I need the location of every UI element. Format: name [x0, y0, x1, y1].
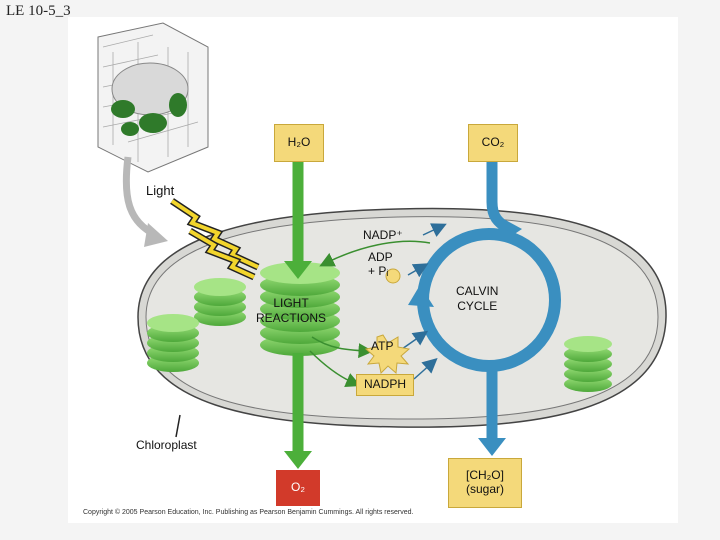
adp-cycle-link	[407, 263, 429, 278]
sugar-label-line1: [CH₂O]	[465, 468, 504, 483]
carbon-dioxide-label: CO₂	[468, 124, 518, 162]
atp-label: ATP	[371, 339, 394, 353]
granum-central	[260, 262, 340, 356]
atp-cycle-link	[401, 330, 429, 350]
chloroplast-label: Chloroplast	[136, 438, 197, 452]
granum-left-lower	[147, 314, 199, 372]
adp-label-line2: + Pᵢ	[368, 264, 389, 279]
nadph-label: NADPH	[356, 374, 414, 396]
oxygen-flow-arrowhead	[284, 451, 312, 469]
photosynthesis-diagram	[97, 22, 667, 469]
nadp-return-arrow	[319, 240, 431, 267]
nadph-flow-arrow	[309, 350, 361, 387]
sugar-flow-arrowhead	[478, 438, 506, 456]
atp-starburst	[364, 334, 411, 375]
water-flow-arrowhead	[284, 261, 312, 279]
chloroplast-pointer	[175, 414, 181, 438]
nadph-cycle-link	[413, 358, 438, 380]
granum-right	[564, 336, 612, 392]
phosphate-circle	[385, 268, 401, 284]
water-label: H₂O	[274, 124, 324, 162]
adp-label: ADP + Pᵢ	[368, 250, 393, 279]
slide-title: LE 10-5_3	[6, 3, 71, 19]
copyright-notice: Copyright © 2005 Pearson Education, Inc.…	[83, 509, 414, 516]
granum-left-upper	[194, 278, 246, 326]
light-reactions-line1: LIGHT	[273, 296, 309, 310]
light-bolt-icon	[170, 198, 260, 281]
photosynthesis-figure: H₂O CO₂ Light NADP⁺ ADP + Pᵢ LIGHT REACT…	[68, 17, 678, 523]
light-reactions-line2: REACTIONS	[256, 311, 327, 325]
sugar-label-line2: (sugar)	[465, 482, 504, 496]
oxygen-label: O₂	[276, 470, 320, 506]
nadp-cycle-link	[422, 223, 447, 237]
calvin-cycle-line1: CALVIN	[456, 284, 499, 298]
nadp-plus-label: NADP⁺	[363, 228, 403, 242]
leaf-cell-icon	[97, 22, 209, 173]
calvin-cycle-label: CALVIN CYCLE	[456, 284, 498, 314]
adp-label-line1: ADP	[368, 250, 393, 264]
light-label: Light	[146, 183, 175, 198]
calvin-cycle-arrowhead	[408, 285, 434, 307]
calvin-cycle-line2: CYCLE	[457, 299, 498, 313]
sugar-label: [CH₂O] (sugar)	[448, 458, 522, 508]
zoom-arrowhead	[144, 223, 168, 247]
atp-flow-arrow	[311, 336, 374, 359]
light-reactions-label: LIGHT REACTIONS	[256, 296, 326, 326]
